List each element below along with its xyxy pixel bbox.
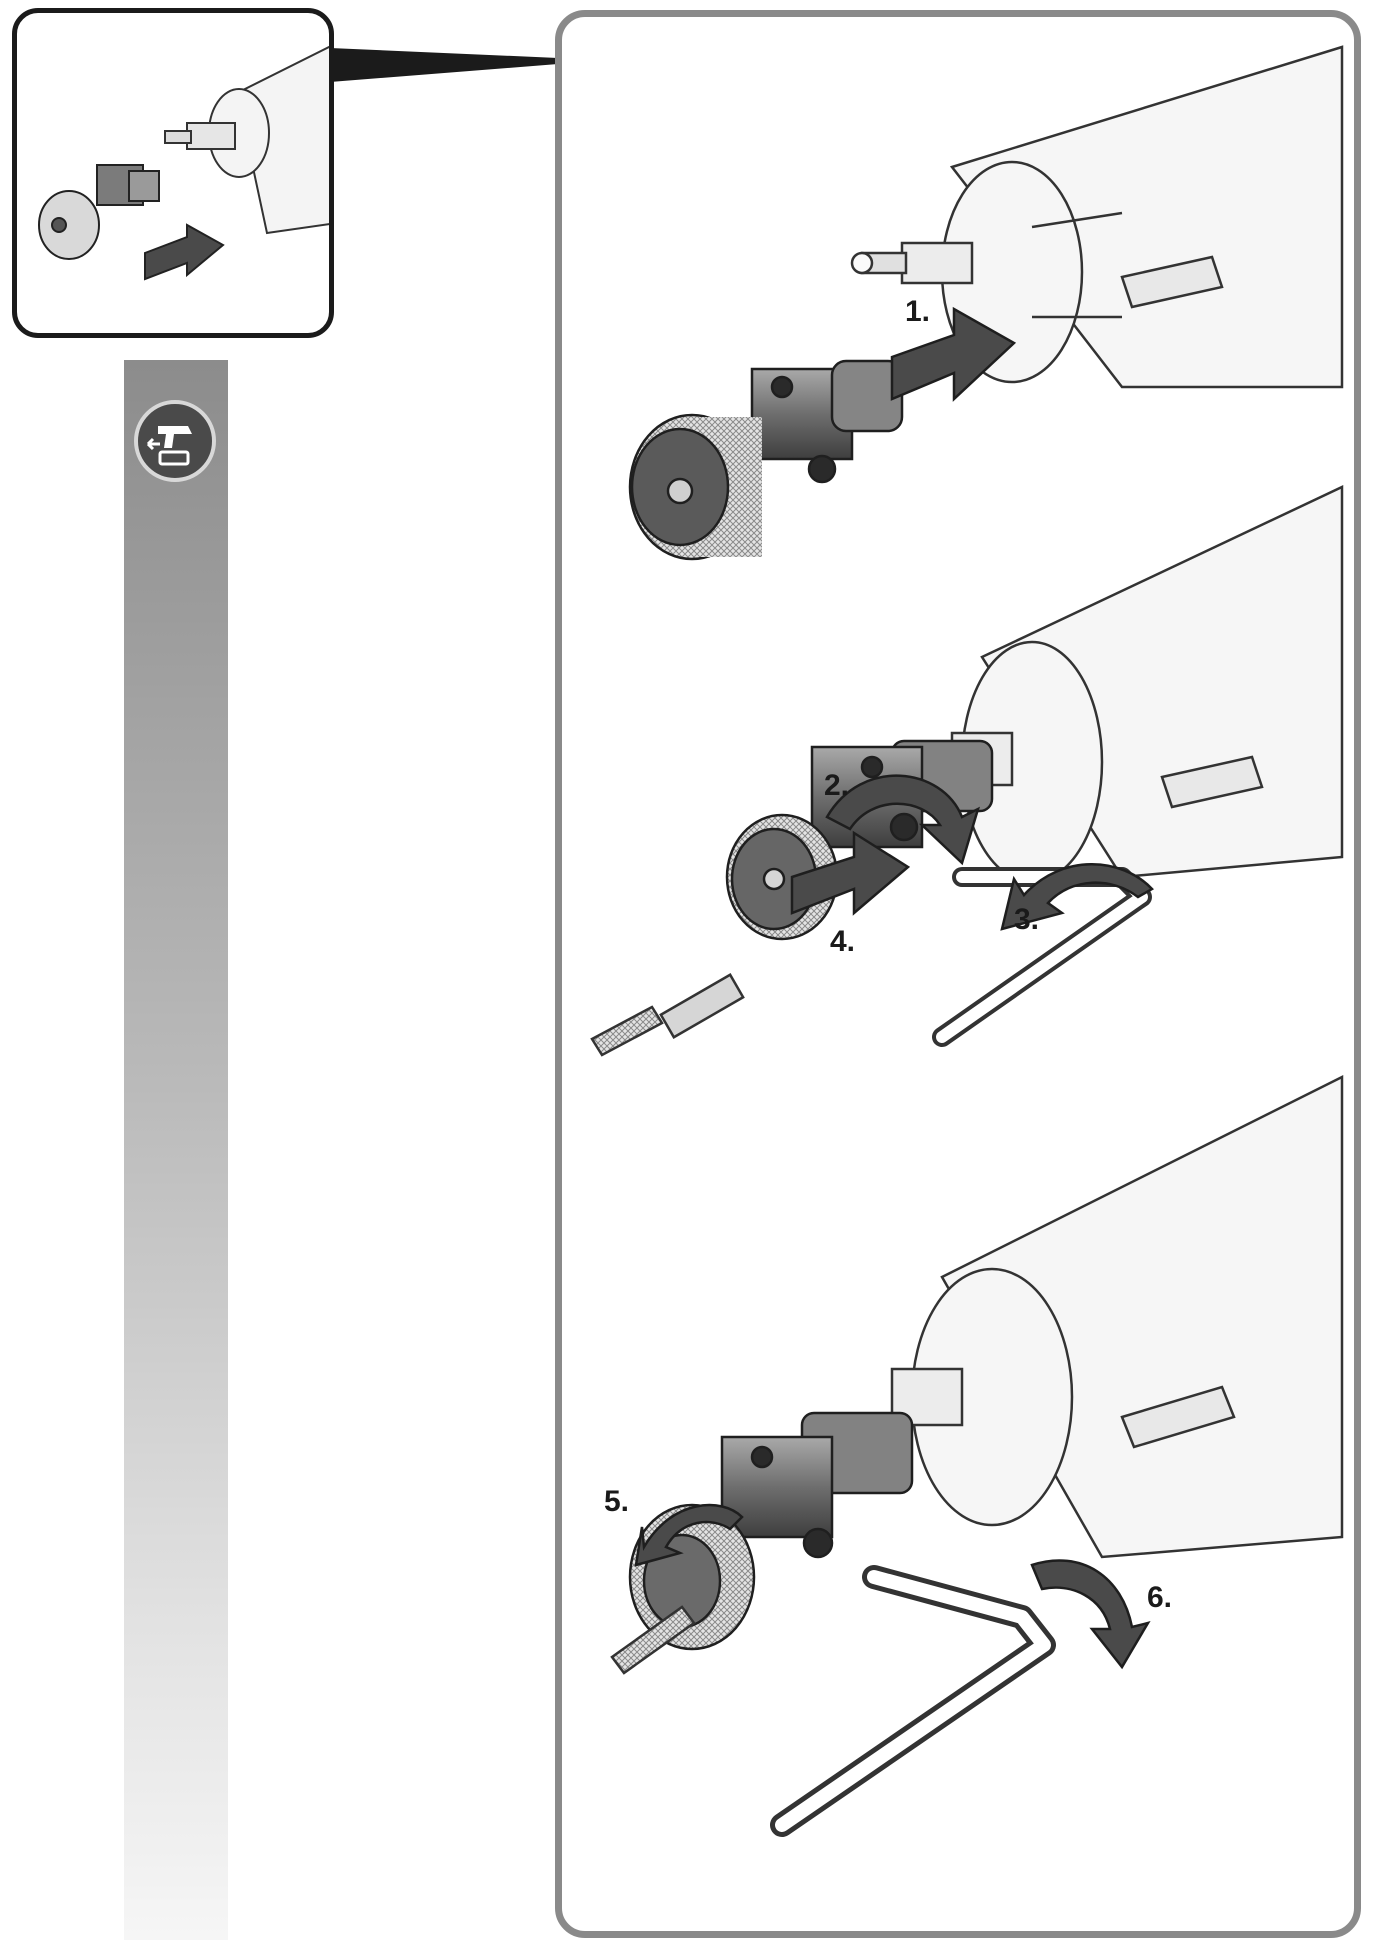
step-label-4: 4. [830, 925, 856, 958]
drill-body-2 [950, 485, 1344, 884]
step-label-1: 1. [905, 295, 931, 328]
scene-2 [590, 485, 1344, 1057]
push-arrow-icon [890, 306, 1017, 402]
step-label-6: 6. [1147, 1581, 1173, 1614]
adapter-1 [628, 359, 904, 561]
step-label-2: 2. [824, 769, 850, 802]
main-instruction-panel: 1. 2. 3. 4. 5. 6. [555, 10, 1361, 1938]
tap-bit-3 [610, 1605, 696, 1675]
rotate-arrow-icon [1000, 863, 1154, 931]
rotate-arrow-icon [825, 774, 981, 866]
tap-bit-2 [590, 973, 745, 1057]
scene-3 [610, 1074, 1344, 1837]
drill-body-1 [850, 45, 1344, 389]
rotate-arrow-icon [634, 1503, 744, 1567]
detail-inset [12, 8, 334, 338]
detail-illustration [38, 45, 329, 281]
push-arrow-icon [790, 830, 911, 916]
hex-key-3 [770, 1565, 1056, 1837]
detail-push-arrow-icon [144, 223, 225, 281]
detail-adapter [38, 164, 160, 260]
side-gradient-bar [124, 360, 228, 1940]
callout-connector [330, 48, 558, 82]
step-label-3: 3. [1014, 903, 1040, 936]
drill-cordless-icon [134, 400, 216, 482]
rotate-arrow-icon [1030, 1559, 1151, 1670]
detail-drill [164, 45, 329, 235]
scene-1 [628, 45, 1344, 561]
main-illustration [590, 45, 1344, 1837]
drill-body-3 [890, 1074, 1344, 1559]
step-label-5: 5. [604, 1485, 630, 1518]
